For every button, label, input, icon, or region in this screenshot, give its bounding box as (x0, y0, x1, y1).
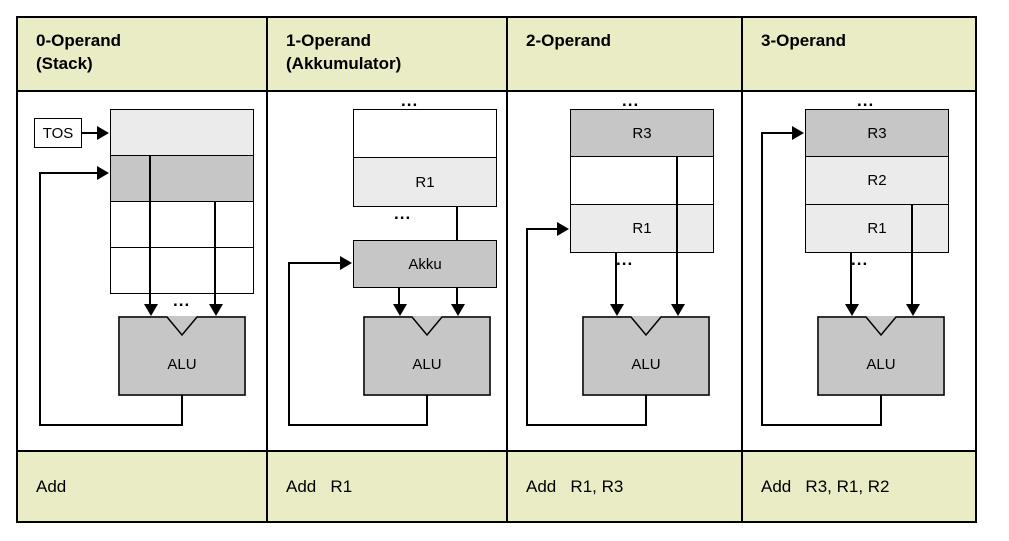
header-line2: (Akkumulator) (286, 53, 402, 73)
column-body-zero-operand: TOS (18, 92, 266, 450)
tos-arrow-line (82, 132, 99, 134)
operand-line-left (149, 156, 151, 310)
operand-line-right (214, 201, 216, 310)
column-zero-operand: 0-Operand (Stack) TOS (18, 18, 266, 521)
feedback-line-down (181, 395, 183, 426)
feedback-line-bottom (761, 424, 882, 426)
header-line2: (Stack) (36, 53, 93, 73)
column-two-operand: 2-Operand ... R3 R1 ... (506, 18, 741, 521)
header-line1: 2-Operand (526, 31, 612, 50)
column-three-operand: 3-Operand ... R3 R2 R1 ... (741, 18, 975, 521)
column-header-one-operand: 1-Operand (Akkumulator) (268, 18, 506, 92)
alu-shape-icon (817, 316, 945, 396)
feedback-line-down (426, 395, 428, 426)
operand-arrow-right (209, 304, 223, 316)
alu-shape-icon (118, 316, 246, 396)
feedback-line-bottom (526, 424, 647, 426)
feedback-line-down (645, 395, 647, 426)
feedback-line-up (526, 229, 528, 426)
register-ellipsis-top: ... (622, 92, 640, 110)
alu-shape-icon (582, 316, 710, 396)
feedback-arrow-head (97, 166, 109, 180)
feedback-arrow-head (557, 222, 569, 236)
instruction-text: Add R1, R3 (526, 476, 624, 496)
alu-block-two-operand: ALU (582, 316, 710, 396)
feedback-arrow-head (792, 126, 804, 140)
feedback-line-bottom (288, 424, 428, 426)
operand-arrow-r3 (671, 304, 685, 316)
alu-label: ALU (167, 355, 197, 373)
operand-arrow-r1 (610, 304, 624, 316)
feedback-line-bottom (39, 424, 183, 426)
operand-arrow-accumulator (393, 304, 407, 316)
register-ellipsis-bottom: ... (394, 204, 412, 223)
operand-line-r3 (676, 156, 678, 310)
operand-arrow-left (144, 304, 158, 316)
feedback-line-down (880, 395, 882, 426)
feedback-line-top (288, 262, 342, 264)
accumulator-label: Akku (408, 255, 442, 273)
instruction-cell-zero-operand: Add (18, 450, 266, 521)
operand-line-r1 (615, 252, 617, 310)
register-ellipsis-bottom: ... (616, 250, 634, 269)
tos-label: TOS (42, 124, 74, 142)
column-one-operand: 1-Operand (Akkumulator) ... R1 ... (266, 18, 506, 521)
column-header-zero-operand: 0-Operand (Stack) (18, 18, 266, 92)
header-line1: 1-Operand (286, 31, 372, 50)
stack-cell-0 (110, 109, 254, 156)
instruction-text: Add (36, 476, 67, 496)
register-cell-r1: R1 (805, 205, 949, 253)
stack-cell-2 (110, 202, 254, 248)
register-ellipsis-bottom: ... (851, 250, 869, 269)
tos-label-box: TOS (34, 118, 82, 148)
operand-comparison-table: 0-Operand (Stack) TOS (16, 16, 977, 523)
feedback-line-up (761, 133, 763, 426)
stack-cell-1 (110, 156, 254, 202)
accumulator-block: Akku (353, 240, 497, 288)
operand-line-r1 (850, 252, 852, 310)
column-header-two-operand: 2-Operand (508, 18, 741, 92)
feedback-line-up (288, 263, 290, 426)
register-cell-r2: R2 (805, 157, 949, 205)
operand-arrow-r1 (845, 304, 859, 316)
instruction-text: Add R3, R1, R2 (761, 476, 890, 496)
column-body-one-operand: ... R1 ... Akku (268, 92, 506, 450)
alu-label: ALU (412, 355, 442, 373)
alu-block-zero-operand: ALU (118, 316, 246, 396)
tos-arrow-head (97, 126, 109, 140)
register-cell-r1: R1 (570, 205, 714, 253)
alu-block-three-operand: ALU (817, 316, 945, 396)
column-body-two-operand: ... R3 R1 ... (508, 92, 741, 450)
register-cell-empty (570, 157, 714, 205)
register-ellipsis-top: ... (857, 92, 875, 110)
operand-arrow-register (451, 304, 465, 316)
feedback-line-top (39, 172, 99, 174)
stack-ellipsis: ... (173, 291, 191, 310)
operand-arrow-r2 (906, 304, 920, 316)
header-line1: 0-Operand (36, 31, 122, 50)
column-header-three-operand: 3-Operand (743, 18, 975, 92)
alu-shape-icon (363, 316, 491, 396)
operand-line-accumulator (398, 287, 400, 310)
instruction-cell-three-operand: Add R3, R1, R2 (743, 450, 975, 521)
register-cell-r3: R3 (805, 109, 949, 157)
stack-cell-3 (110, 248, 254, 294)
feedback-line-top (761, 132, 794, 134)
feedback-line-up (39, 173, 41, 426)
alu-label: ALU (866, 355, 896, 373)
column-body-three-operand: ... R3 R2 R1 ... (743, 92, 975, 450)
instruction-text: Add R1 (286, 476, 353, 496)
feedback-arrow-head (340, 256, 352, 270)
register-cell-r3: R3 (570, 109, 714, 157)
alu-label: ALU (631, 355, 661, 373)
feedback-line-top (526, 228, 559, 230)
register-cell-r1: R1 (353, 158, 497, 207)
header-line1: 3-Operand (761, 31, 847, 50)
instruction-cell-one-operand: Add R1 (268, 450, 506, 521)
operand-line-r2 (911, 204, 913, 310)
alu-block-one-operand: ALU (363, 316, 491, 396)
register-ellipsis-top: ... (401, 92, 419, 110)
instruction-cell-two-operand: Add R1, R3 (508, 450, 741, 521)
register-cell-0 (353, 109, 497, 158)
